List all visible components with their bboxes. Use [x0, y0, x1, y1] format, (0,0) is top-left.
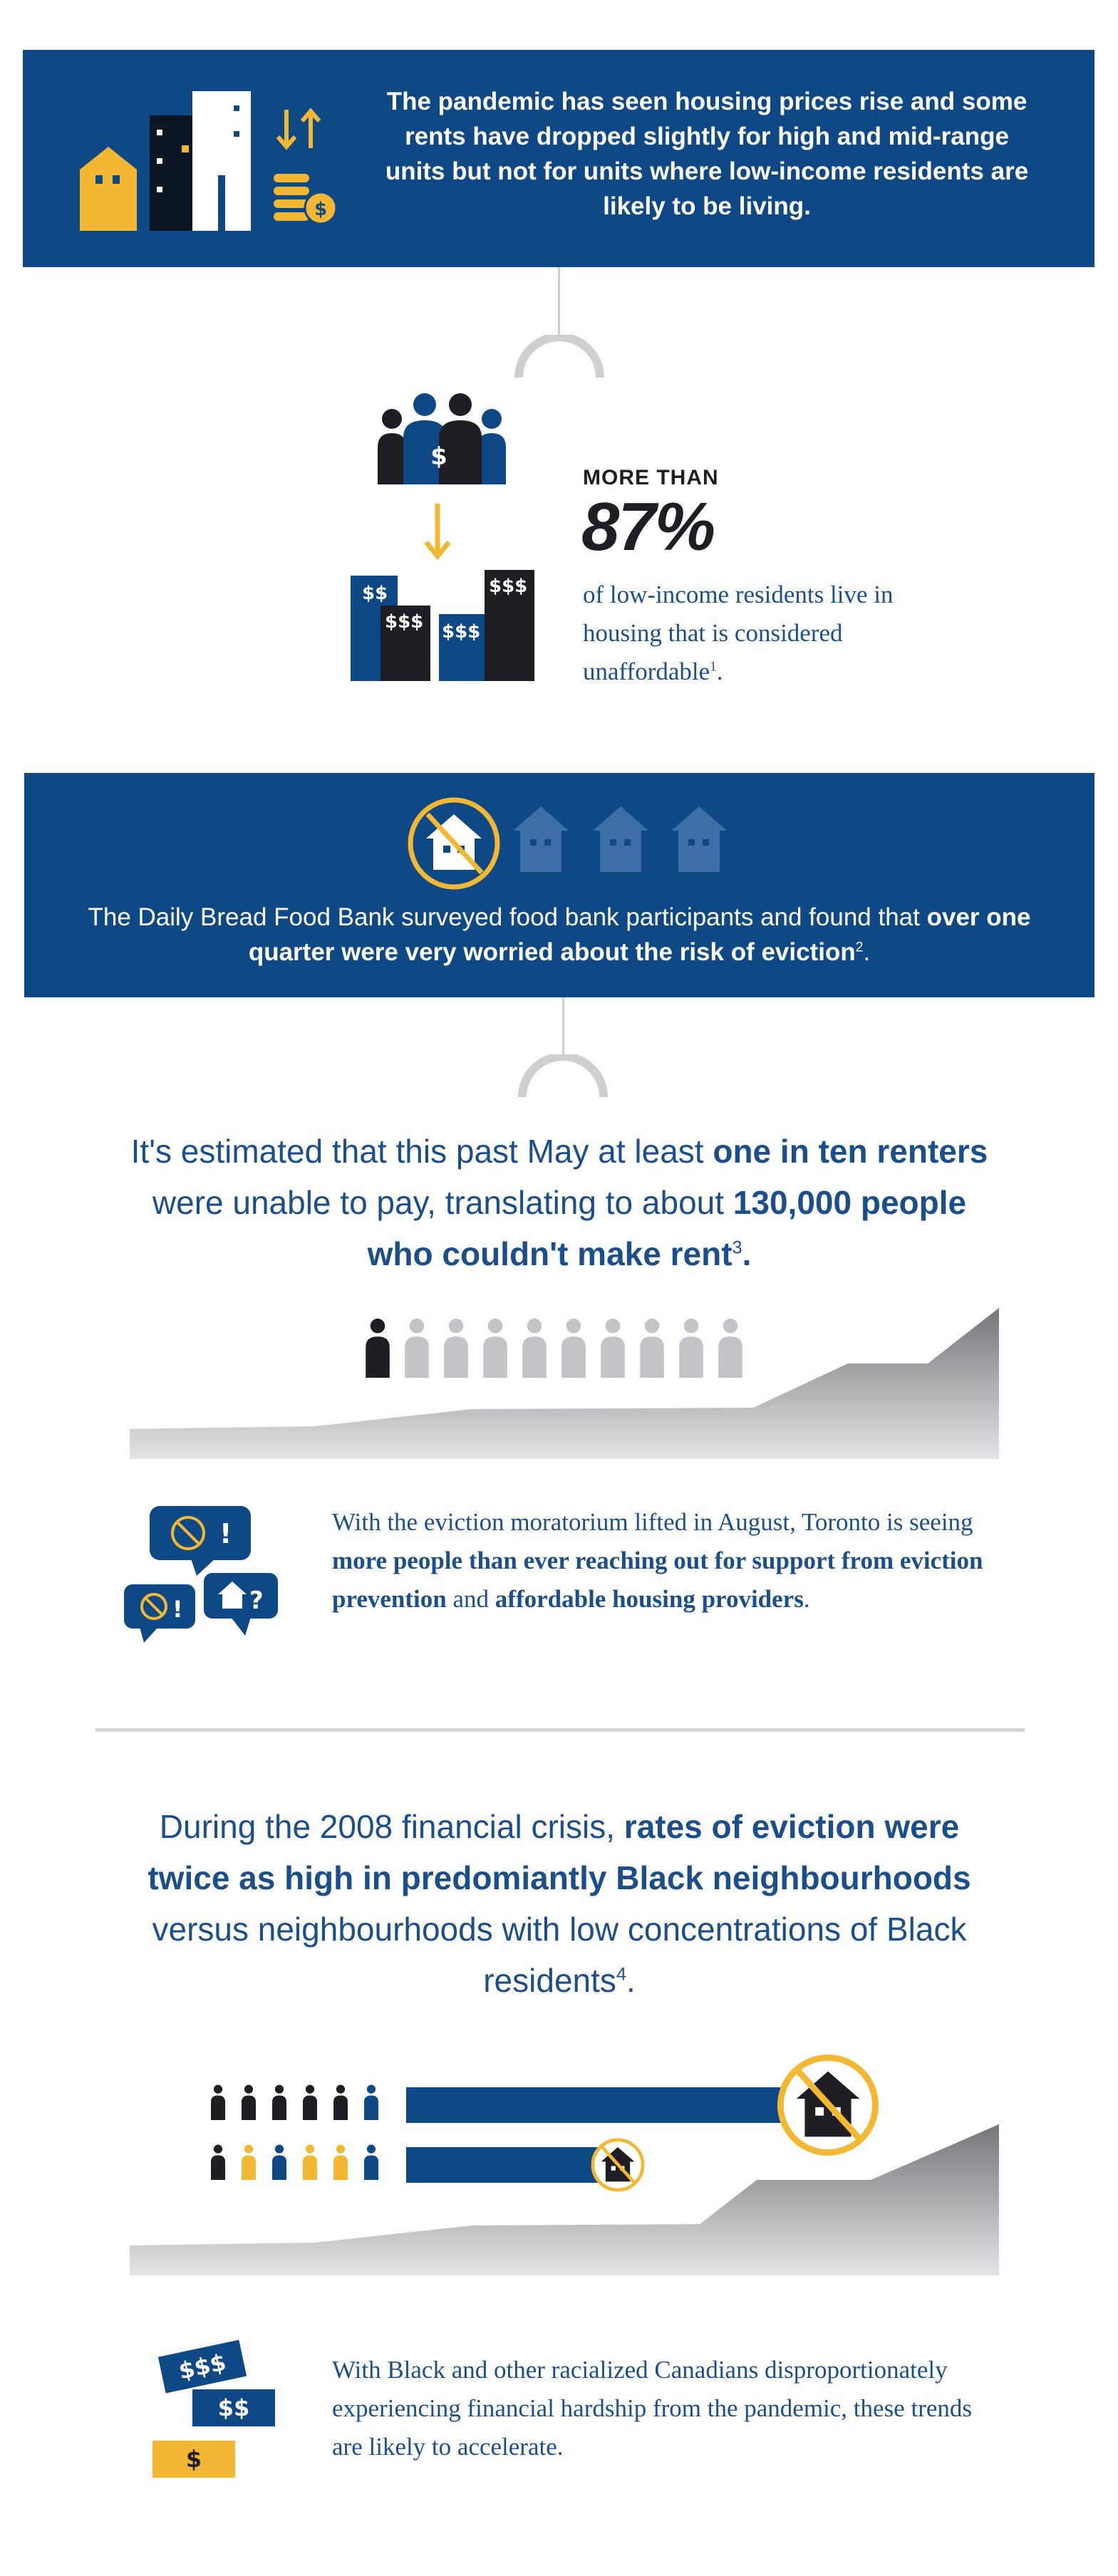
coins-dollar-icon: $ — [274, 174, 338, 225]
person-icon — [405, 1318, 429, 1378]
person-icon — [679, 1318, 703, 1378]
stat-kicker: MORE THAN — [583, 466, 719, 489]
family-dollar-icon: $ — [378, 393, 506, 484]
person-icon — [303, 2084, 317, 2120]
person-icon — [522, 1318, 547, 1378]
rent-bar — [439, 614, 489, 681]
bill-label: $ — [185, 2446, 202, 2473]
person-icon — [364, 2084, 378, 2120]
eviction-rate-bar — [406, 2147, 609, 2183]
connector-line — [558, 267, 560, 338]
eviction-rate-bar — [406, 2087, 812, 2123]
person-icon — [242, 2144, 256, 2180]
person-icon — [640, 1318, 664, 1378]
person-icon — [366, 1318, 390, 1378]
person-icon — [444, 1318, 468, 1378]
city-buildings-icon — [80, 91, 251, 231]
person-icon — [333, 2144, 348, 2180]
no-house-icon — [777, 2054, 879, 2156]
ascending-ground-graphic — [130, 1308, 999, 1459]
svg-text:$: $ — [314, 199, 327, 220]
stat-value: 87% — [581, 489, 715, 565]
rent-bar-label: $$$ — [489, 576, 528, 597]
svg-text:$: $ — [430, 442, 447, 471]
person-icon — [333, 2084, 348, 2120]
eviction-survey-text: The Daily Bread Food Bank surveyed food … — [88, 903, 1031, 966]
bill: $$$ — [157, 2339, 247, 2394]
rent-bar-label: $$$ — [385, 611, 424, 633]
person-icon — [303, 2144, 317, 2180]
rent-bar — [381, 606, 430, 681]
bill: $ — [152, 2441, 235, 2478]
connector-arc — [514, 335, 604, 378]
rent-bar-label: $$ — [362, 583, 388, 604]
down-arrow-icon — [424, 504, 451, 561]
person-icon — [601, 1318, 625, 1378]
faded-house-icon — [593, 806, 648, 872]
up-down-arrows-icon — [276, 108, 321, 150]
chat-bubbles-icon: ! ! ? — [124, 1506, 278, 1643]
person-icon — [364, 2144, 378, 2180]
bill: $$ — [192, 2389, 275, 2426]
rent-bar-label: $$$ — [442, 621, 481, 643]
person-icon — [718, 1318, 742, 1378]
no-house-icon — [591, 2138, 645, 2192]
moratorium-text: With the eviction moratorium lifted in A… — [332, 1508, 983, 1613]
faded-house-icon — [513, 806, 569, 872]
svg-text:!: ! — [219, 1518, 232, 1549]
faded-house-icon — [671, 806, 727, 872]
eviction-survey-banner: The Daily Bread Food Bank surveyed food … — [24, 773, 1094, 997]
person-icon — [483, 1318, 507, 1378]
person-icon — [242, 2084, 256, 2120]
svg-text:!: ! — [172, 1596, 183, 1623]
financial-crisis-statement: During the 2008 financial crisis, rates … — [147, 1808, 971, 1999]
stat-text: of low-income residents live in housing … — [583, 581, 894, 685]
intro-banner: $ The pandemic has seen housing prices r… — [23, 50, 1094, 267]
ascending-ground-graphic — [130, 2124, 999, 2275]
person-icon — [211, 2084, 225, 2120]
no-house-icon — [408, 797, 500, 890]
person-icon — [211, 2144, 225, 2180]
intro-text: The pandemic has seen housing prices ris… — [385, 88, 1029, 220]
rent-bars-icon: $$ $$$ $$$ $$$ — [351, 570, 536, 681]
money-bills-icon: $$$ $$ $ — [152, 2338, 282, 2481]
person-icon — [272, 2144, 286, 2180]
connector-arc — [518, 1054, 608, 1098]
renters-statement: It's estimated that this past May at lea… — [130, 1133, 988, 1272]
svg-text:?: ? — [249, 1586, 264, 1615]
person-icon — [561, 1318, 586, 1378]
connector-line — [562, 997, 564, 1054]
renters-people-row — [363, 1318, 762, 1382]
section-divider — [95, 1728, 1025, 1732]
bill-label: $$$ — [176, 2348, 229, 2385]
rent-bar — [485, 570, 534, 681]
person-icon — [272, 2084, 286, 2120]
accelerate-text: With Black and other racialized Canadian… — [332, 2356, 973, 2461]
eviction-comparison — [200, 2045, 926, 2201]
bill-label: $$ — [217, 2394, 250, 2421]
